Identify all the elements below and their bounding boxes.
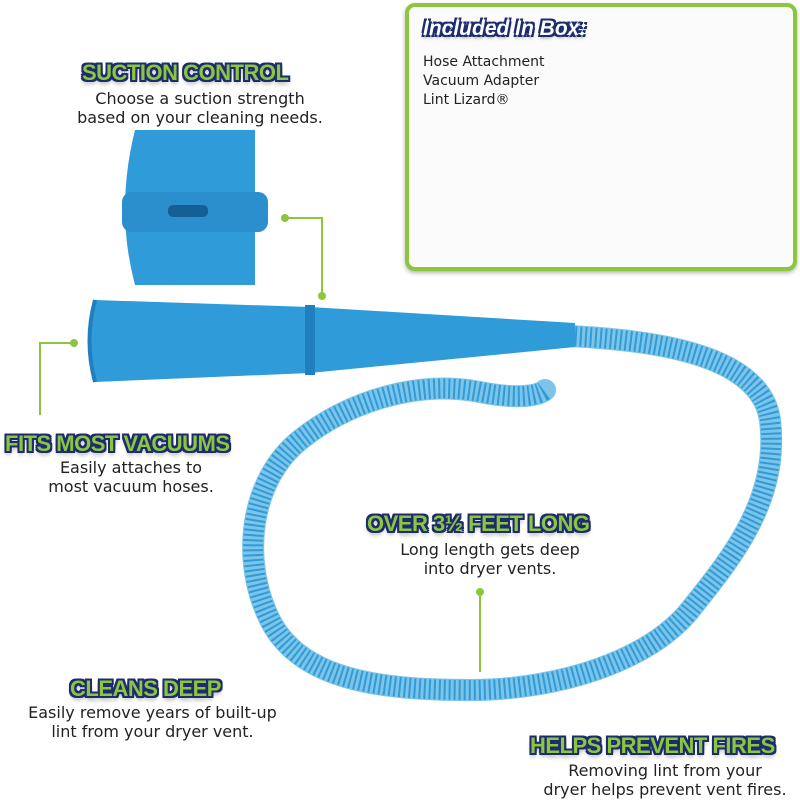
nozzle — [87, 299, 575, 383]
desc-line: most vacuum hoses. — [48, 477, 214, 496]
suction-control-desc: Choose a suction strength based on your … — [40, 89, 360, 127]
helps-prevent-fires-heading: HELPS PREVENT FIRES — [530, 733, 775, 758]
callout-lines — [39, 217, 481, 672]
desc-line: based on your cleaning needs. — [77, 108, 323, 127]
box-item-hose-attachment: Hose Attachment — [423, 54, 545, 70]
cleans-deep-desc: Easily remove years of built-up lint fro… — [0, 703, 305, 741]
cleans-deep-heading: CLEANS DEEP — [70, 676, 221, 701]
desc-line: Long length gets deep — [400, 540, 580, 559]
fits-most-vacuums-heading: FITS MOST VACUUMS — [5, 431, 230, 456]
suction-control-heading: SUCTION CONTROL — [82, 60, 289, 85]
over-feet-long-heading: OVER 3½ FEET LONG — [367, 511, 590, 536]
desc-line: lint from your dryer vent. — [51, 722, 254, 741]
desc-line: Choose a suction strength — [95, 89, 305, 108]
helps-prevent-fires-desc: Removing lint from your dryer helps prev… — [520, 761, 800, 799]
included-in-box-panel: Included In Box: Hose Attachment Vacuum … — [405, 3, 797, 271]
hose — [242, 325, 783, 702]
suction-detail-image — [122, 130, 268, 285]
desc-line: Easily attaches to — [59, 458, 203, 477]
desc-line: Removing lint from your — [568, 761, 762, 780]
desc-line: into dryer vents. — [423, 559, 557, 578]
included-in-box-title: Included In Box: — [423, 17, 587, 40]
over-feet-long-desc: Long length gets deep into dryer vents. — [340, 540, 640, 578]
desc-line: Easily remove years of built-up — [28, 703, 277, 722]
fits-most-vacuums-desc: Easily attaches to most vacuum hoses. — [0, 458, 262, 496]
box-item-vacuum-adapter: Vacuum Adapter — [423, 73, 540, 89]
desc-line: dryer helps prevent vent fires. — [543, 780, 787, 799]
box-item-lint-lizard: Lint Lizard® — [423, 92, 510, 108]
